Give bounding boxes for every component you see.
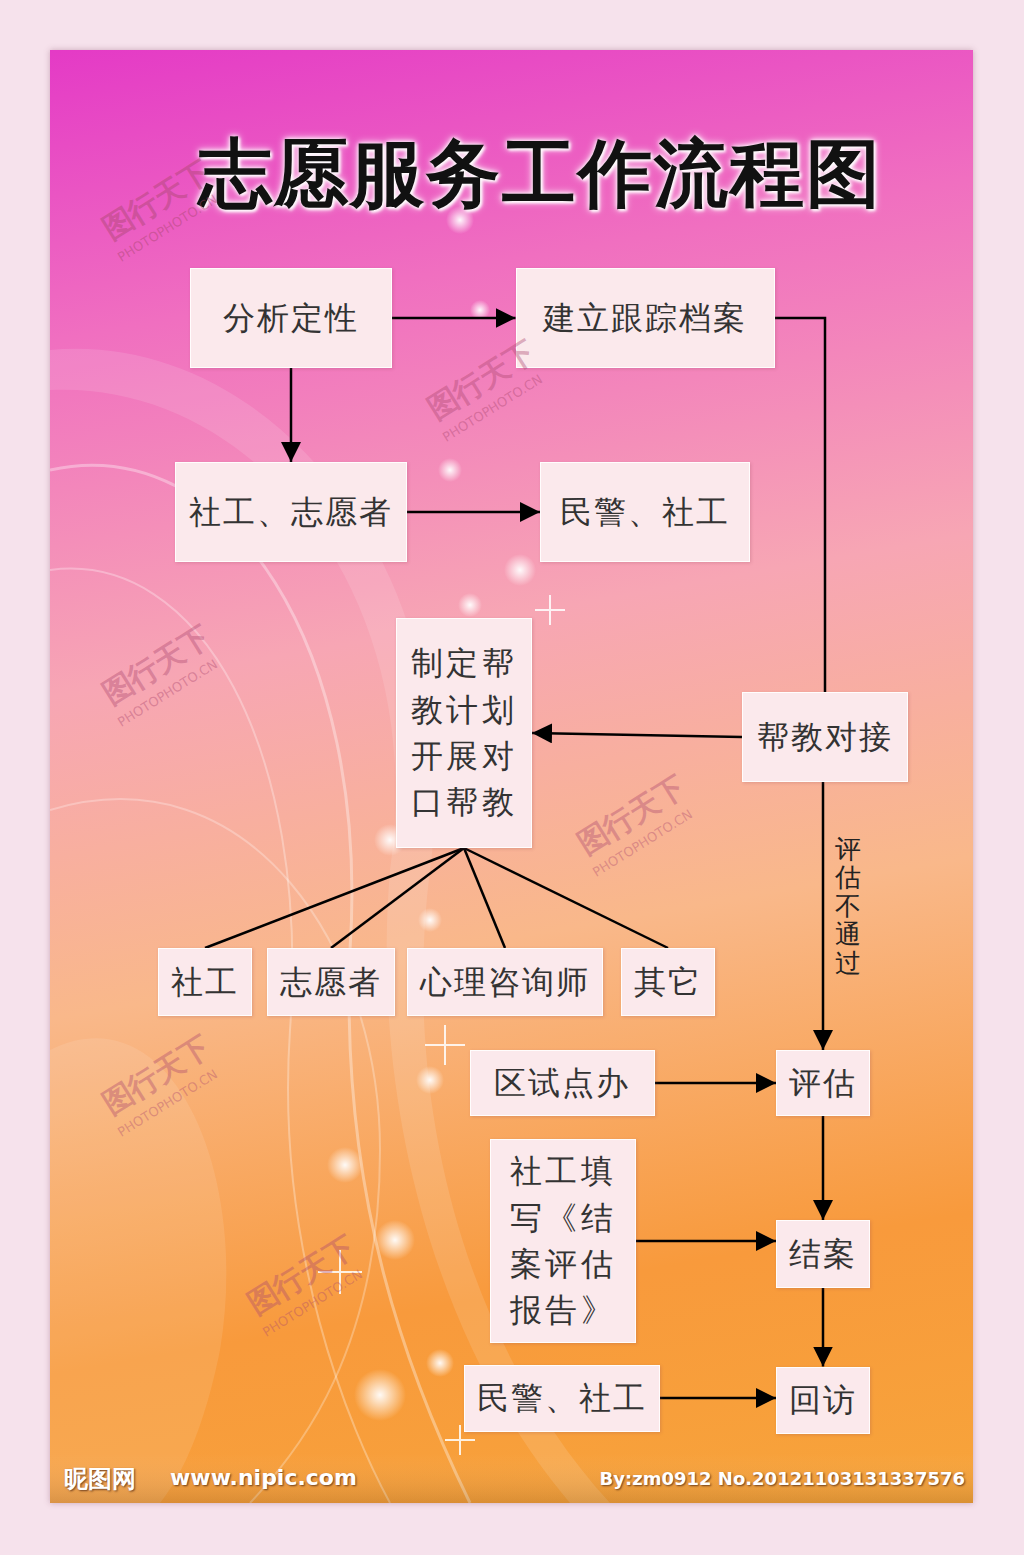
process-box: 回访 (776, 1367, 870, 1434)
box-text: 心理咨询师 (420, 963, 590, 1001)
connector-line (205, 848, 464, 948)
connector-line (331, 848, 464, 948)
process-box: 民警、社工 (464, 1365, 660, 1432)
connector-arrow (822, 1116, 825, 1220)
connector-arrow (407, 511, 540, 514)
process-box: 其它 (621, 948, 715, 1016)
process-box: 志愿者 (267, 948, 395, 1016)
swoosh-line (50, 569, 390, 1503)
box-text: 其它 (634, 963, 702, 1001)
connector-line (464, 848, 668, 948)
process-box: 社工 (158, 948, 252, 1016)
edge-label: 评估不通过 (835, 835, 861, 978)
connector-arrow (290, 368, 293, 462)
footer-text: www.nipic.com (170, 1465, 357, 1490)
process-box: 帮教对接 (742, 692, 908, 782)
box-text: 评估 (789, 1064, 857, 1102)
process-box: 建立跟踪档案 (516, 268, 775, 368)
box-text: 分析定性 (223, 299, 359, 337)
connector-arrow (655, 1082, 777, 1085)
connector-arrow (392, 317, 516, 320)
box-text: 结案 (789, 1235, 857, 1273)
process-box: 心理咨询师 (407, 948, 603, 1016)
diagram-title: 志愿服务工作流程图 (198, 125, 882, 225)
footer-text: By:zm0912 No.20121103131337576 (600, 1468, 965, 1489)
process-box: 评估 (776, 1050, 870, 1116)
box-text: 志愿者 (280, 963, 382, 1001)
connector-line (464, 848, 505, 948)
box-text: 民警、社工 (477, 1379, 647, 1417)
swoosh-line (50, 799, 380, 1503)
connector-arrow (532, 733, 742, 737)
box-text: 帮教对接 (757, 718, 893, 756)
process-box: 分析定性 (190, 268, 392, 368)
connector-arrow (822, 782, 825, 1050)
footer-text: 昵图网 (64, 1463, 136, 1495)
box-text: 回访 (789, 1381, 857, 1419)
process-box: 制定帮教计划开展对口帮教 (396, 618, 532, 848)
connector-line (775, 318, 826, 692)
connector-arrow (822, 1288, 825, 1367)
process-box: 区试点办 (470, 1050, 655, 1116)
box-text: 区试点办 (494, 1064, 630, 1102)
connector-arrow (660, 1397, 776, 1400)
box-text: 社工、志愿者 (189, 493, 393, 531)
process-box: 社工填写《结案评估报告》 (490, 1139, 636, 1343)
box-text: 社工填写《结案评估报告》 (510, 1148, 616, 1334)
bottom-band (50, 1453, 973, 1503)
box-text: 制定帮教计划开展对口帮教 (411, 640, 517, 826)
connector-arrow (636, 1240, 776, 1243)
box-text: 社工 (171, 963, 239, 1001)
box-text: 民警、社工 (560, 493, 730, 531)
process-box: 社工、志愿者 (175, 462, 407, 562)
process-box: 结案 (776, 1220, 870, 1288)
box-text: 建立跟踪档案 (543, 299, 747, 337)
process-box: 民警、社工 (540, 462, 750, 562)
